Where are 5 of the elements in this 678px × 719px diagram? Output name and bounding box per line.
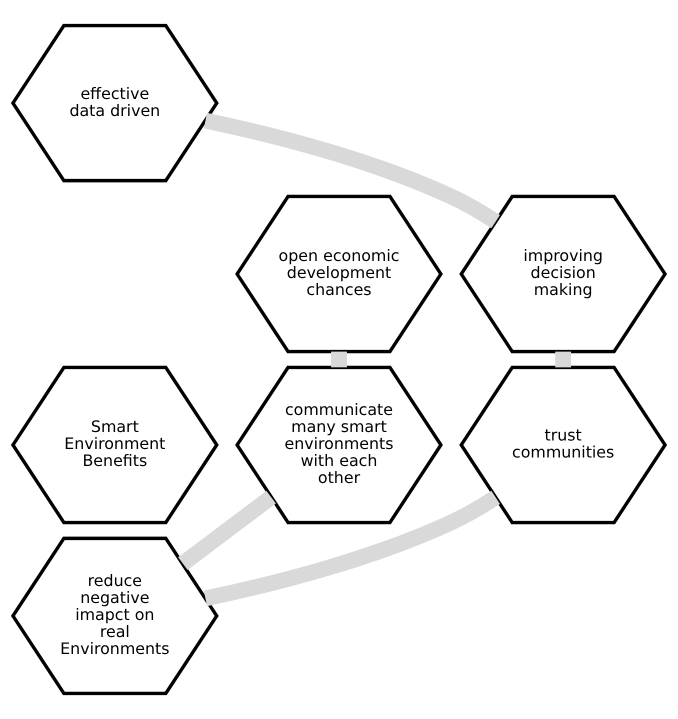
connector (331, 352, 347, 368)
connector (204, 490, 500, 606)
connector (178, 490, 276, 570)
connector (204, 112, 500, 228)
connector (555, 352, 572, 368)
